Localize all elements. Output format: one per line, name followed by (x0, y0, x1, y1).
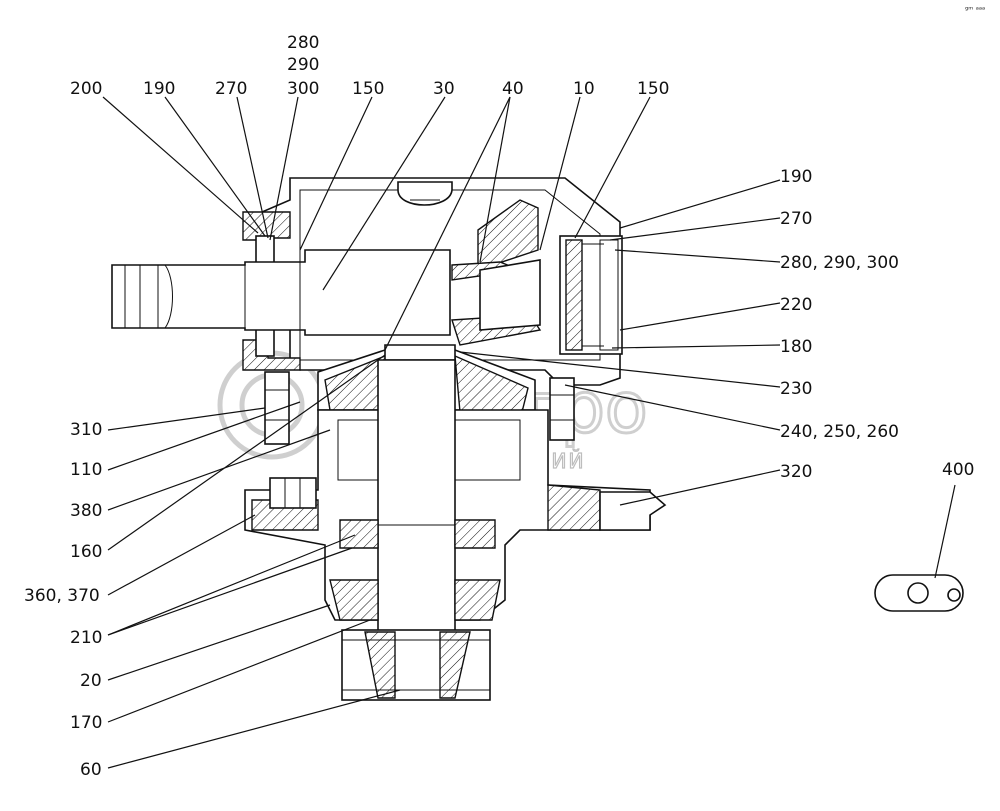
corner-mark: ᵍᵐ ᵃᵃᵃ (965, 5, 985, 14)
callout-280-top: 280 (287, 33, 319, 53)
callout-400: 400 (942, 460, 974, 480)
callout-10: 10 (573, 79, 595, 99)
callout-20: 20 (80, 671, 102, 691)
callout-300-top: 300 (287, 79, 319, 99)
callout-60: 60 (80, 760, 102, 780)
part-400 (874, 574, 964, 612)
right-bolt (549, 377, 575, 441)
callout-190-right: 190 (780, 167, 812, 187)
upper-bearing (339, 519, 379, 549)
callout-230: 230 (780, 379, 812, 399)
callout-380: 380 (70, 501, 102, 521)
callout-30: 30 (433, 79, 455, 99)
callout-280-290-300: 280, 290, 300 (780, 253, 899, 273)
lower-bearing (329, 579, 379, 621)
gearbox-section (111, 177, 667, 701)
callout-190-top: 190 (143, 79, 175, 99)
callout-310: 310 (70, 420, 102, 440)
callout-200: 200 (70, 79, 102, 99)
callout-360-370: 360, 370 (24, 586, 100, 606)
callout-180: 180 (780, 337, 812, 357)
callout-150-left: 150 (352, 79, 384, 99)
callout-160: 160 (70, 542, 102, 562)
callout-210: 210 (70, 628, 102, 648)
callout-labels: 280 290 300 200 190 270 150 30 40 10 150… (24, 33, 974, 780)
callout-220: 220 (780, 295, 812, 315)
leader-lines (102, 96, 956, 769)
callout-170: 170 (70, 713, 102, 733)
callout-320: 320 (780, 462, 812, 482)
callout-290-top: 290 (287, 55, 319, 75)
callout-240-250-260: 240, 250, 260 (780, 422, 899, 442)
output-shaft (377, 359, 456, 636)
callout-270-top: 270 (215, 79, 247, 99)
left-bolt (264, 371, 290, 445)
callout-270-right: 270 (780, 209, 812, 229)
callout-150-right: 150 (637, 79, 669, 99)
callout-40: 40 (502, 79, 524, 99)
callout-110: 110 (70, 460, 102, 480)
